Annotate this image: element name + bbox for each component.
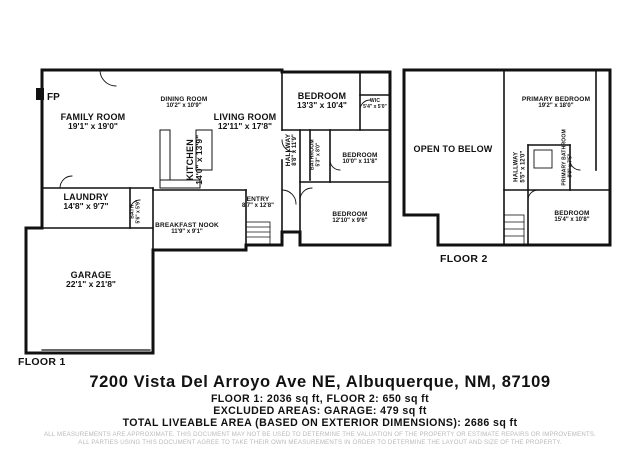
- room-bedroom-3: BEDROOM 12'10" x 9'6": [332, 211, 368, 225]
- room-family-room: FAMILY ROOM 19'1" x 19'0": [60, 112, 126, 132]
- room-dining-room: DINING ROOM 10'2" x 10'9": [160, 96, 208, 110]
- room-entry: ENTRY 8'7" x 12'8": [242, 196, 274, 210]
- room-living-room: LIVING ROOM 12'11" x 17'8": [213, 112, 277, 132]
- floor2-fixtures: [527, 149, 581, 201]
- room-bedroom-2: BEDROOM 10'0" x 11'8": [342, 152, 378, 166]
- room-bathroom-1: BATHROOM 5'3" x 8'0": [309, 139, 321, 170]
- room-open-to-below: OPEN TO BELOW: [413, 144, 493, 154]
- total-area-line: TOTAL LIVEABLE AREA (BASED ON EXTERIOR D…: [122, 417, 518, 429]
- fireplace-label: FP: [47, 92, 60, 103]
- room-primary-bedroom: PRIMARY BEDROOM 19'2" x 18'0": [521, 96, 591, 110]
- room-hallway-1: HALLWAY 8'8" x 11'9": [285, 133, 299, 167]
- room-garage: GARAGE 22'1" x 21'8": [66, 270, 116, 290]
- floor2-title: FLOOR 2: [440, 253, 488, 265]
- floor2-stairs: [503, 214, 525, 246]
- floor1-stairs: [245, 221, 271, 245]
- floor2-exterior-walls: [402, 68, 612, 247]
- floor-areas-line: FLOOR 1: 2036 sq ft, FLOOR 2: 650 sq ft: [210, 393, 430, 405]
- room-kitchen: KITCHEN 14'0" x 13'9": [185, 134, 205, 185]
- floor1-title: FLOOR 1: [18, 356, 66, 368]
- floor1-doors: [59, 69, 371, 211]
- room-primary-bathroom: PRIMARY BATHROOM 8'0" x 7'5": [561, 129, 573, 186]
- room-bath-small: BATH 5'6" x 5'9": [129, 199, 141, 224]
- room-bedroom-1: BEDROOM 13'3" x 10'4": [297, 91, 347, 111]
- room-wic: WIC 5'4" x 5'0": [363, 98, 387, 110]
- property-address: 7200 Vista Del Arroyo Ave NE, Albuquerqu…: [89, 373, 551, 391]
- room-breakfast-nook: BREAKFAST NOOK 11'9" x 9'1": [155, 222, 219, 236]
- room-bedroom-4: BEDROOM 15'4" x 10'8": [554, 210, 590, 224]
- kitchen-counters: [159, 129, 213, 189]
- room-hallway-2: HALLWAY 5'5" x 12'0": [513, 150, 526, 183]
- excluded-areas-line: EXCLUDED AREAS: GARAGE: 479 sq ft: [213, 405, 427, 417]
- room-laundry: LAUNDRY 14'8" x 9'7": [63, 192, 109, 212]
- floor-plan-drawing: [24, 68, 612, 355]
- disclaimer-line-2: ALL PARTIES USING THIS DOCUMENT AGREE TO…: [78, 439, 562, 446]
- disclaimer-line-1: ALL MEASUREMENTS ARE APPROXIMATE. THIS D…: [43, 431, 597, 438]
- floor1-interior-walls: [41, 71, 391, 251]
- fireplace-box: [36, 88, 44, 100]
